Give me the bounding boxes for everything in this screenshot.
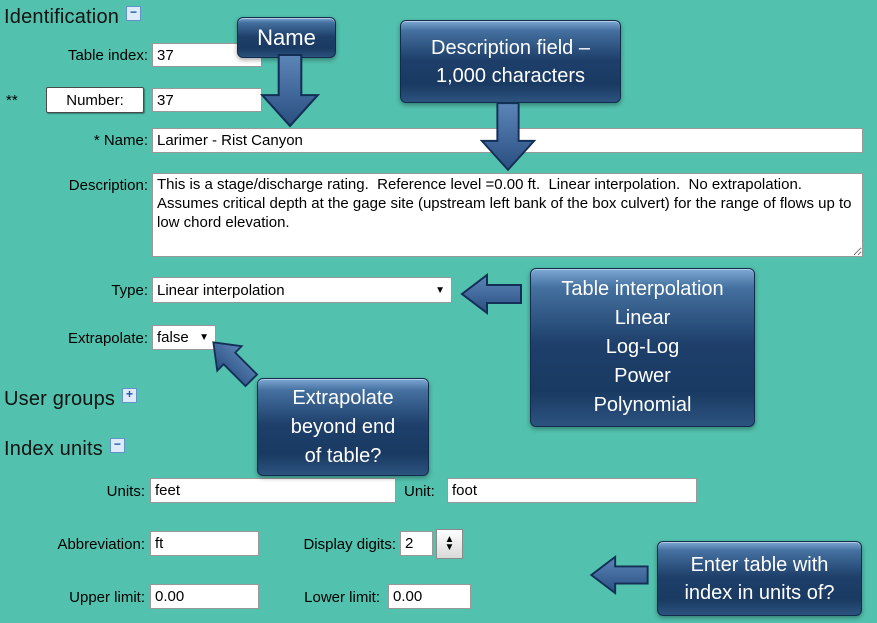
abbreviation-label: Abbreviation: [57,536,145,553]
section-index-units-title: Index units [4,438,103,460]
unit-input[interactable] [447,478,697,503]
collapse-icon[interactable]: − [109,438,125,453]
name-label: * Name: [93,132,148,149]
section-identification-title: Identification [4,6,120,28]
callout-name-text: Name [257,24,316,50]
callout-description: Description field – 1,000 characters [400,20,621,103]
chevron-down-icon: ▼ [435,284,445,296]
section-user-groups-title: User groups [4,388,116,410]
table-index-label: Table index: [67,47,148,64]
collapse-icon[interactable]: − [126,6,142,21]
expand-icon[interactable]: + [122,388,138,403]
section-identification-header: Identification− [4,6,142,29]
extrapolate-label: Extrapolate: [67,330,148,347]
section-index-units-header: Index units− [4,438,125,461]
type-select[interactable]: Linear interpolation ▼ [152,277,452,303]
type-select-value: Linear interpolation [157,281,285,299]
lower-limit-input[interactable] [388,584,471,609]
callout-name: Name [237,17,336,58]
callout-interpolation: Table interpolation Linear Log-Log Power… [530,268,755,427]
callout-interpolation-text: Table interpolation Linear Log-Log Power… [561,278,724,416]
unit-label: Unit: [404,483,435,500]
type-label: Type: [111,282,148,299]
abbreviation-input[interactable] [150,531,259,556]
down-arrow-icon [259,54,321,128]
chevron-down-icon: ▼ [199,332,209,343]
description-textarea[interactable]: This is a stage/discharge rating. Refere… [152,173,863,257]
display-digits-input[interactable] [400,531,433,556]
callout-extrapolate: Extrapolate beyond end of table? [257,378,429,476]
left-arrow-icon [589,554,649,596]
left-arrow-icon [460,272,522,316]
lower-limit-label: Lower limit: [304,589,380,606]
callout-description-text: Description field – 1,000 characters [431,36,590,87]
display-digits-label: Display digits: [303,536,396,553]
up-left-arrow-icon [212,341,259,388]
number-input[interactable] [152,88,262,112]
callout-extrapolate-text: Extrapolate beyond end of table? [290,386,396,467]
callout-index-units-text: Enter table with index in units of? [684,553,835,604]
upper-limit-label: Upper limit: [69,589,145,606]
number-required-marker: ** [6,92,18,109]
callout-index-units: Enter table with index in units of? [657,541,862,616]
units-label: Units: [106,483,145,500]
description-label: Description: [68,177,148,194]
extrapolate-select-value: false [157,329,189,346]
units-input[interactable] [150,478,396,503]
stepper-up-icon[interactable]: ▲ [444,534,455,545]
number-button[interactable]: Number: [46,87,144,113]
display-digits-stepper[interactable]: ▲ ▼ [436,529,463,559]
extrapolate-select[interactable]: false ▼ [152,325,216,350]
section-user-groups-header: User groups + [4,388,138,411]
upper-limit-input[interactable] [150,584,259,609]
down-arrow-icon [479,102,537,172]
stepper-down-icon[interactable]: ▼ [444,542,455,553]
